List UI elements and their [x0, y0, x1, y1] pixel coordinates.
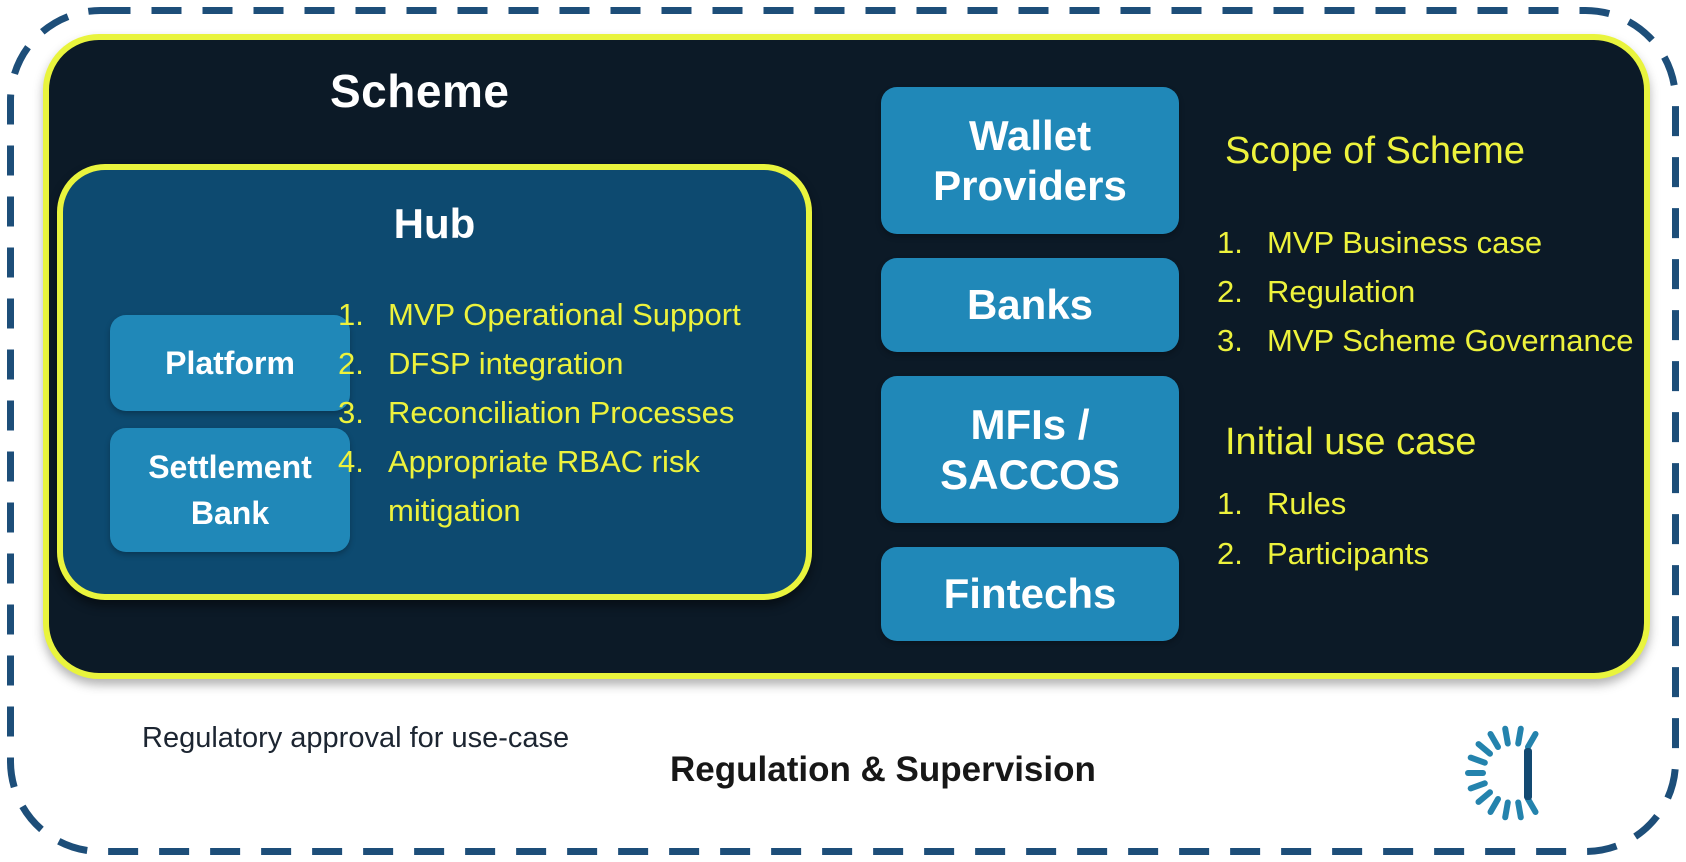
timer-hand	[1524, 748, 1532, 800]
hub-item-list: MVP Operational Support DFSP integration…	[338, 290, 778, 535]
hub-list-item: MVP Operational Support	[388, 297, 741, 332]
participant-banks-label: Banks	[966, 281, 1094, 328]
use-case-list-item: Rules	[1267, 486, 1347, 521]
hub-node-settlement-bank-label: Settlement Bank	[148, 449, 312, 531]
participant-wallet-providers-label: Wallet Providers	[933, 111, 1127, 209]
hub-node-platform: Platform	[110, 315, 350, 411]
initial-use-case-title: Initial use case	[1225, 421, 1477, 463]
scope-list-item: MVP Business case	[1267, 225, 1543, 260]
use-case-list-item: Participants	[1267, 536, 1429, 571]
participant-fintechs: Fintechs	[881, 547, 1179, 641]
scope-of-scheme-title: Scope of Scheme	[1225, 130, 1525, 172]
hub-title: Hub	[393, 200, 476, 247]
scope-list-item: Regulation	[1267, 274, 1416, 309]
hub-list-item: DFSP integration	[388, 346, 624, 381]
participant-mfis-saccos-label: MFIs / SACCOS	[940, 400, 1120, 498]
participant-banks: Banks	[881, 258, 1179, 352]
participant-mfis-saccos: MFIs / SACCOS	[881, 376, 1179, 523]
scheme-title: Scheme	[330, 65, 510, 117]
regulation-supervision-title: Regulation & Supervision	[670, 750, 1096, 789]
hub-list-item: Appropriate RBAC risk mitigation	[388, 444, 700, 528]
timer-clock-icon	[1465, 725, 1539, 821]
hub-node-settlement-bank: Settlement Bank	[110, 428, 350, 552]
hub-node-platform-label: Platform	[165, 345, 295, 381]
participant-fintechs-label: Fintechs	[943, 570, 1117, 617]
scope-list-item: MVP Scheme Governance	[1267, 323, 1634, 358]
scope-of-scheme-list: MVP Business case Regulation MVP Scheme …	[1217, 218, 1647, 365]
participant-wallet-providers: Wallet Providers	[881, 87, 1179, 234]
hub-list-item: Reconciliation Processes	[388, 395, 735, 430]
regulatory-approval-note: Regulatory approval for use-case	[142, 722, 570, 754]
initial-use-case-list: Rules Participants	[1217, 479, 1647, 579]
